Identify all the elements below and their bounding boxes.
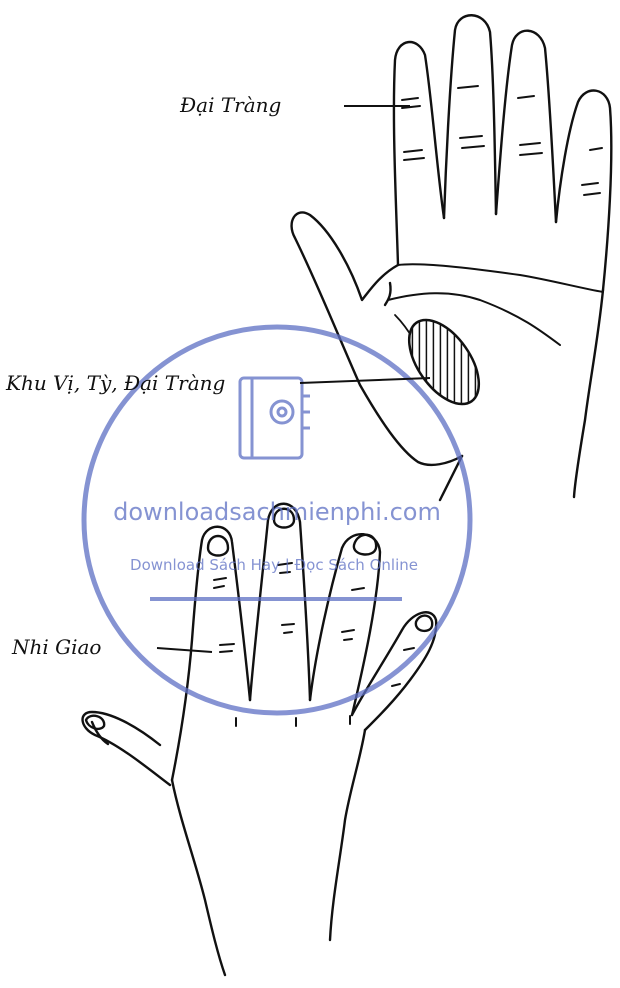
watermark-tagline: Download Sách Hay | Đọc Sách Online — [130, 556, 418, 574]
label-dai-trang: Đại Tràng — [179, 93, 281, 117]
watermark-site: downloadsachmienphi.com — [113, 498, 441, 526]
book-at-icon — [240, 378, 310, 458]
ring-finger — [496, 31, 556, 222]
lower-hand-back — [83, 504, 437, 975]
upper-hand-palm — [292, 15, 612, 500]
middle-finger — [444, 15, 496, 218]
little-finger — [556, 91, 611, 290]
index-finger — [394, 42, 444, 265]
lower-middle-finger — [250, 504, 310, 700]
label-nhi-giao: Nhi Giao — [11, 635, 101, 659]
lower-thumb — [83, 712, 170, 785]
leader-nhi-giao — [157, 648, 212, 652]
annotations: Đại Tràng Khu Vị, Tỳ, Đại Tràng Nhi Giao — [5, 93, 430, 659]
label-khu-vi-ty-dai-trang: Khu Vị, Tỳ, Đại Tràng — [5, 371, 225, 395]
palm-right-edge — [574, 290, 603, 497]
hatched-zone — [395, 308, 493, 416]
